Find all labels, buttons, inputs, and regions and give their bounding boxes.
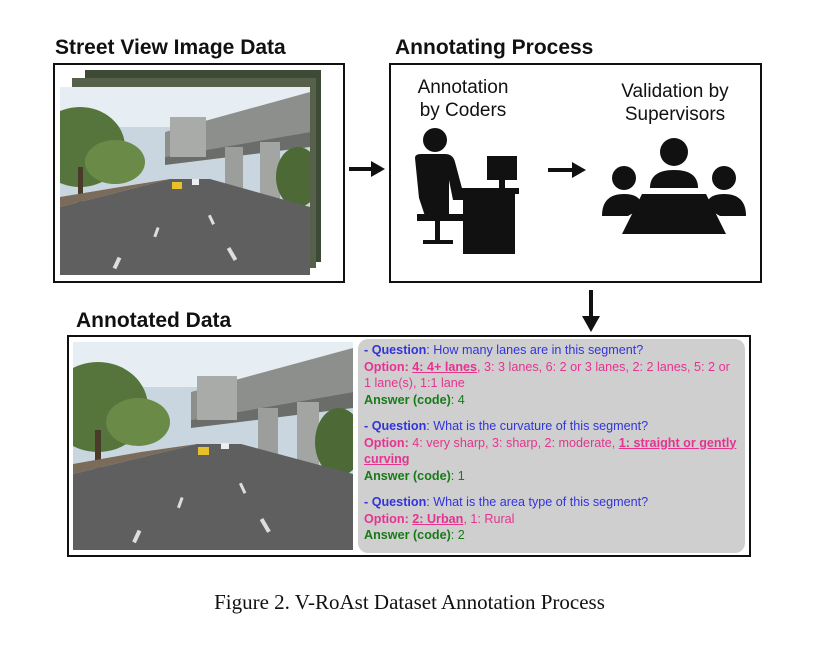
option-line: Option: 4: 4+ lanes, 3: 3 lanes, 6: 2 or…	[364, 359, 730, 391]
selected-option: 2: Urban	[412, 511, 464, 526]
annotated-data-title: Annotated Data	[76, 309, 232, 332]
arrow-down-icon	[581, 290, 601, 337]
arrow-right-icon	[548, 161, 586, 184]
supervisors-label-line2: Supervisors	[624, 104, 726, 125]
selected-option: 1: straight or gently curving	[364, 435, 737, 467]
question-line: - Question: What is the area type of thi…	[364, 495, 649, 509]
qa-panel: - Question: How many lanes are in this s…	[358, 339, 745, 553]
coders-label-line2: by Coders	[419, 100, 507, 121]
answer-line: Answer (code): 4	[364, 392, 465, 407]
qa-item: - Question: How many lanes are in this s…	[364, 342, 739, 408]
annotated-street-photo	[73, 342, 353, 550]
answer-line: Answer (code): 2	[364, 528, 465, 542]
option-line: Option: 2: Urban, 1: Rural	[364, 511, 515, 526]
person-at-computer-icon	[405, 128, 520, 261]
answer-line: Answer (code): 1	[364, 468, 465, 483]
option-line: Option: 4: very sharp, 3: sharp, 2: mode…	[364, 435, 737, 467]
annotating-process-title: Annotating Process	[395, 36, 594, 59]
street-view-photo	[60, 87, 310, 275]
street-view-title: Street View Image Data	[55, 36, 286, 59]
qa-item: - Question: What is the area type of thi…	[364, 494, 739, 544]
question-line: - Question: What is the curvature of thi…	[364, 419, 649, 433]
question-line: - Question: How many lanes are in this s…	[364, 343, 644, 357]
selected-option: 4: 4+ lanes	[412, 359, 478, 374]
figure-caption: Figure 2. V-RoAst Dataset Annotation Pro…	[214, 590, 605, 614]
supervisors-label-line1: Validation by	[621, 81, 729, 102]
arrow-right-icon	[349, 160, 385, 183]
coders-label-line1: Annotation	[417, 77, 509, 98]
qa-item: - Question: What is the curvature of thi…	[364, 418, 739, 484]
meeting-table-icon	[598, 138, 750, 243]
